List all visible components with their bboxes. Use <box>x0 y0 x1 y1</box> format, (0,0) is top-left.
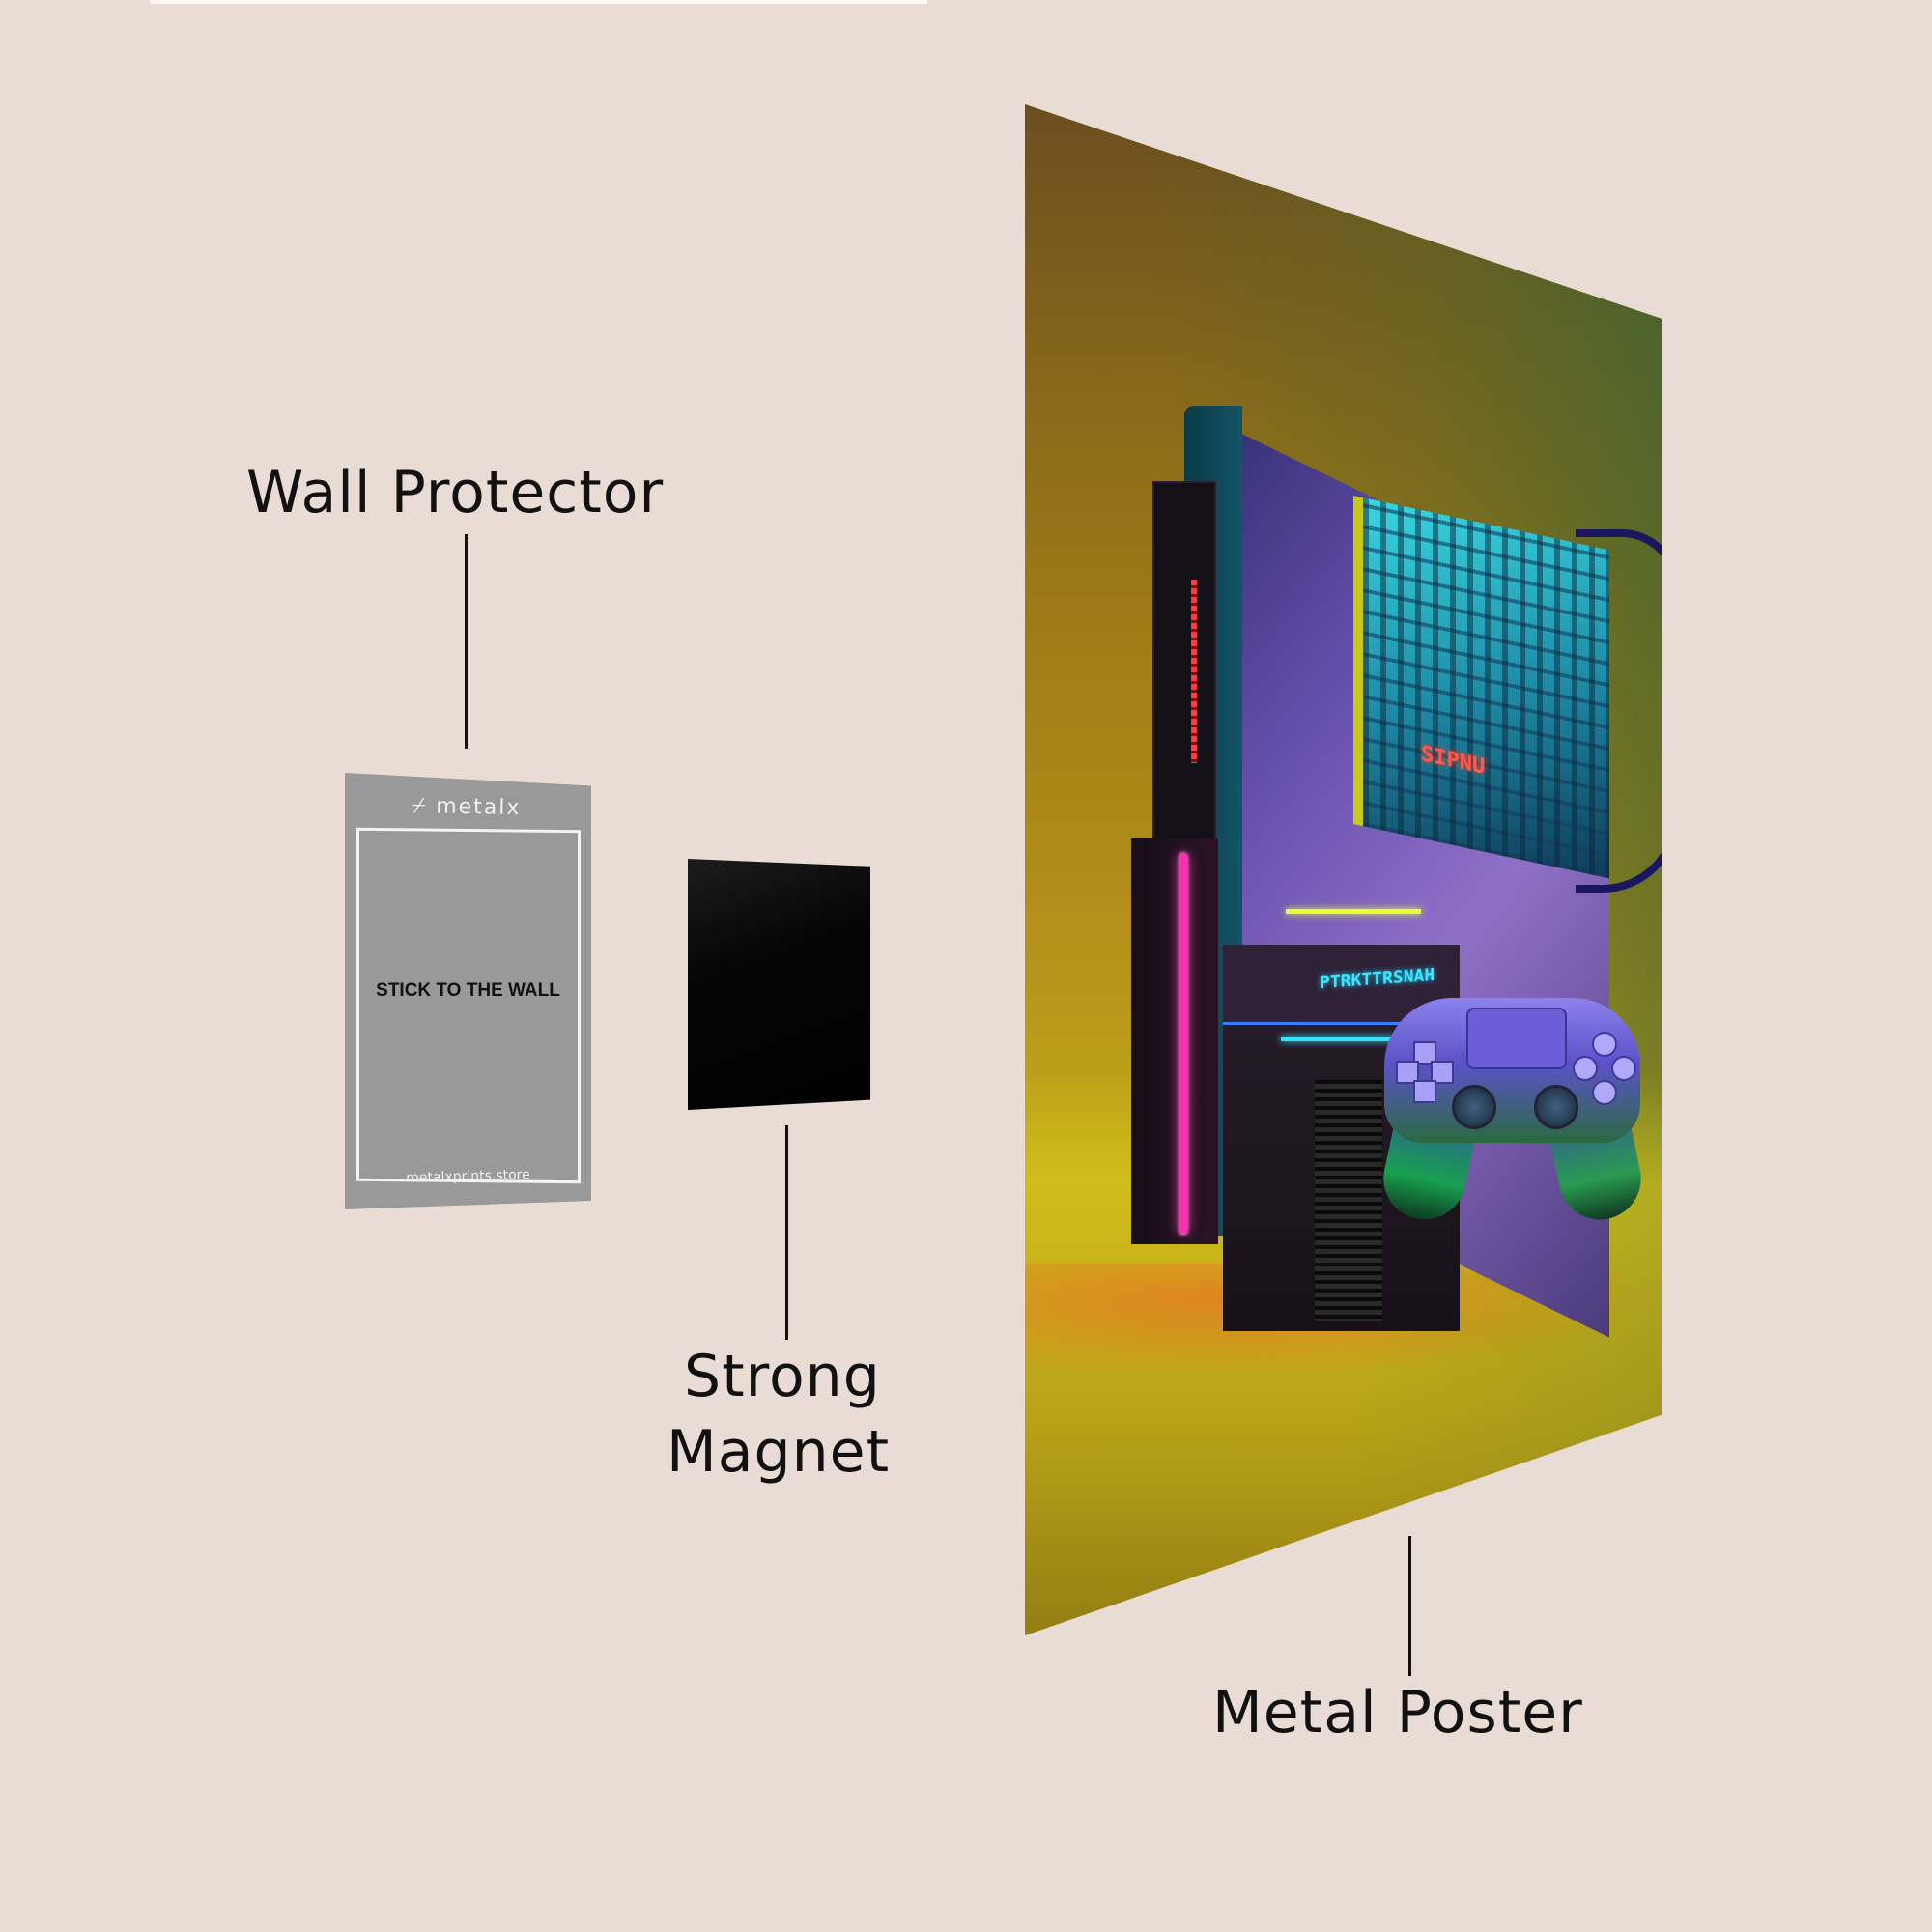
metalx-logo-icon: ⌿ <box>412 793 428 819</box>
strong-magnet-sheet <box>688 859 870 1110</box>
wall-protector-sheet: ⌿ metalx STICK TO THE WALL metalxprints.… <box>345 773 591 1209</box>
logo-text: metalx <box>435 794 522 821</box>
console-left-tower <box>1152 481 1216 862</box>
yellow-neon-bar <box>1286 909 1421 914</box>
metal-poster-leader-line <box>1408 1536 1411 1676</box>
stick-instruction: STICK TO THE WALL <box>376 980 560 1001</box>
cyan-neon-bar <box>1281 1037 1426 1041</box>
controller-touchpad <box>1466 1008 1567 1069</box>
face-button-top-icon <box>1592 1032 1617 1057</box>
pink-neon-bar <box>1179 853 1187 1235</box>
metalx-logo: ⌿ metalx <box>412 794 522 820</box>
console-unit: PTRKTTRSNAH <box>1223 945 1460 1331</box>
magnet-leader-line <box>785 1125 788 1340</box>
strong-magnet-label-line2: Magnet <box>667 1418 891 1486</box>
strong-magnet-label-line1: Strong <box>684 1343 881 1410</box>
console-cables <box>1576 529 1662 893</box>
circuit-board-screen: SIPNU <box>1353 496 1609 879</box>
right-thumbstick-icon <box>1534 1085 1578 1129</box>
dpad-right-icon <box>1431 1061 1454 1084</box>
dpad-left-icon <box>1396 1061 1419 1084</box>
console-base-left <box>1131 838 1218 1244</box>
wall-protector-leader-line <box>465 534 468 749</box>
board-neon-sign: SIPNU <box>1421 741 1486 780</box>
console-vents <box>1315 1080 1382 1321</box>
metal-poster: SIPNU PTRKTTRSNAH <box>1025 104 1662 1635</box>
top-edge-strip <box>150 0 927 4</box>
dpad-down-icon <box>1413 1080 1436 1103</box>
face-button-bottom-icon <box>1592 1080 1617 1105</box>
tower-red-text <box>1191 580 1197 763</box>
face-button-left-icon <box>1573 1056 1598 1081</box>
metal-poster-label: Metal Poster <box>1212 1679 1583 1747</box>
face-button-right-icon <box>1611 1056 1636 1081</box>
wall-protector-label: Wall Protector <box>246 459 665 526</box>
protector-frame <box>356 827 581 1184</box>
gamepad-controller-icon <box>1376 969 1649 1230</box>
left-thumbstick-icon <box>1452 1085 1496 1129</box>
